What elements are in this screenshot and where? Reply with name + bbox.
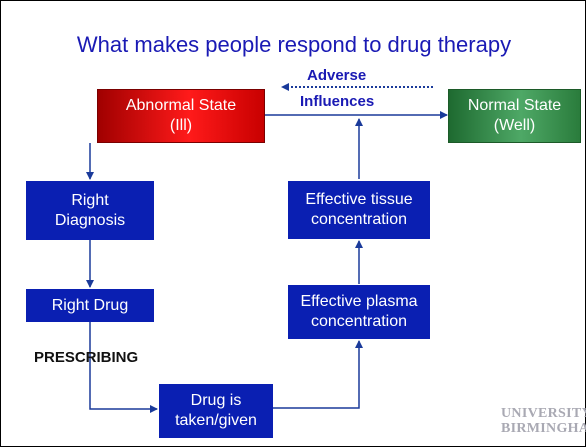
arrow-taken-to-plasma bbox=[273, 340, 363, 409]
plasma-concentration-label: Effective plasma bbox=[300, 293, 418, 310]
right-drug-label: Right Drug bbox=[51, 296, 129, 314]
influences-label: Influences bbox=[300, 93, 375, 110]
drug-taken-box: Drug is taken/given bbox=[159, 384, 273, 438]
normal-state-sublabel: (Well) bbox=[493, 117, 536, 134]
plasma-concentration-sublabel: concentration bbox=[310, 313, 408, 330]
logo-line1: UNIVERSITY bbox=[501, 406, 586, 421]
drug-taken-label: Drug is bbox=[190, 392, 242, 409]
abnormal-state-box: Abnormal State (Ill) bbox=[97, 89, 265, 143]
right-drug-box: Right Drug bbox=[26, 289, 154, 322]
tissue-concentration-sublabel: concentration bbox=[310, 211, 408, 228]
drug-taken-sublabel: taken/given bbox=[175, 412, 257, 429]
abnormal-state-sublabel: (Ill) bbox=[169, 117, 193, 134]
logo-line2: BIRMINGHAM bbox=[501, 421, 586, 436]
prescribing-label: PRESCRIBING bbox=[34, 349, 139, 366]
normal-state-label: Normal State bbox=[467, 97, 562, 114]
abnormal-state-label: Abnormal State bbox=[125, 97, 237, 114]
tissue-concentration-box: Effective tissue concentration bbox=[288, 181, 430, 239]
slide-title: What makes people respond to drug therap… bbox=[76, 32, 512, 57]
normal-state-box: Normal State (Well) bbox=[448, 89, 581, 143]
right-diagnosis-label: Right bbox=[71, 191, 109, 209]
arrow-drug-to-taken bbox=[89, 322, 158, 413]
tissue-concentration-label: Effective tissue bbox=[305, 191, 413, 208]
right-diagnosis-sublabel: Diagnosis bbox=[54, 211, 126, 229]
university-logo: UNIVERSITYOF BIRMINGHAM bbox=[501, 406, 586, 436]
plasma-concentration-box: Effective plasma concentration bbox=[288, 285, 430, 339]
adverse-label: Adverse bbox=[307, 67, 367, 84]
